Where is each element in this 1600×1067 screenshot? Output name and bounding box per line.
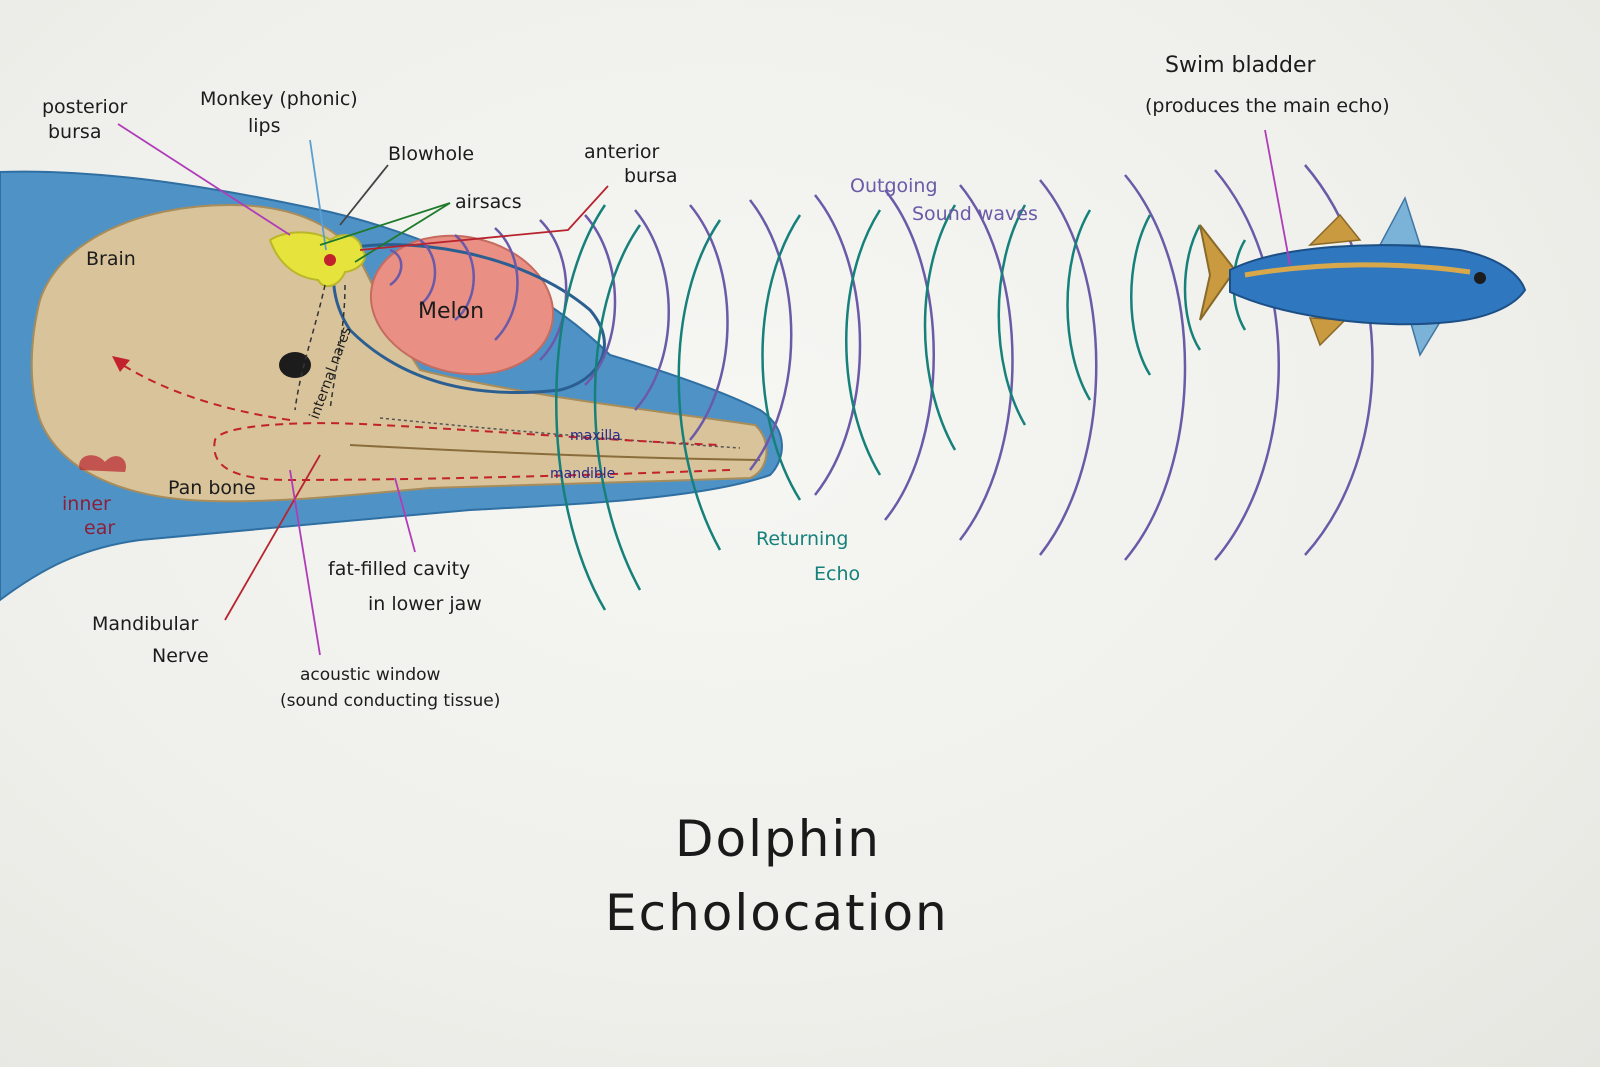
outgoing-wave — [959, 184, 1014, 541]
outgoing-wave — [584, 214, 617, 386]
fish-dorsal-fin — [1307, 213, 1362, 246]
returning-wave — [1183, 224, 1202, 351]
returning-wave — [1130, 214, 1152, 376]
label-mandible: mandible — [550, 466, 615, 482]
echo-path — [213, 422, 731, 482]
labels: posterior bursa Monkey (phonic) lips Blo… — [42, 53, 1390, 711]
outgoing-wave — [389, 248, 403, 287]
leader-swim-bladder — [1264, 129, 1291, 266]
outgoing-wave — [689, 204, 729, 441]
leader-blowhole — [339, 164, 389, 226]
returning-wave — [677, 219, 722, 551]
label-airsacs: airsacs — [455, 191, 522, 213]
label-returning-1: Returning — [756, 528, 848, 550]
label-blowhole: Blowhole — [388, 143, 474, 165]
leader-airsacs-2 — [354, 202, 451, 263]
leader-fat-cavity — [394, 477, 416, 553]
label-returning-2: Echo — [814, 563, 860, 585]
fish-pelvic-fin — [1408, 319, 1442, 357]
returning-wave — [923, 204, 957, 451]
outgoing-wave — [454, 234, 475, 321]
fish-second-fin — [1378, 196, 1422, 246]
jaw-line — [349, 444, 761, 461]
echo-arrow-head — [112, 356, 130, 372]
outgoing-wave — [1214, 169, 1280, 561]
teeth-line — [379, 417, 741, 449]
outgoing-wave — [494, 227, 519, 341]
title-line-2: Echolocation — [605, 884, 949, 942]
label-acoustic-window-1: acoustic window — [300, 665, 441, 685]
returning-wave — [1066, 209, 1092, 401]
label-brain: Brain — [86, 248, 136, 270]
label-posterior-bursa-2: bursa — [48, 121, 101, 143]
internal-nares-2 — [329, 284, 346, 411]
outgoing-wave — [539, 219, 568, 361]
melon-surround — [331, 243, 606, 394]
returning-waves — [555, 204, 1247, 611]
label-mandibular-nerve-2: Nerve — [152, 645, 209, 667]
inner-ear — [79, 455, 126, 472]
leader-airsacs-1 — [319, 202, 451, 246]
echo-path-ear — [114, 359, 291, 421]
outgoing-wave — [749, 199, 793, 471]
leader-lines — [117, 123, 1291, 656]
label-pan-bone: Pan bone — [168, 477, 256, 499]
outgoing-wave — [1039, 179, 1098, 556]
leader-anterior-bursa — [359, 185, 609, 251]
returning-wave — [761, 214, 802, 501]
label-fat-cavity-1: fat-filled cavity — [328, 558, 470, 580]
leader-mandibular-nerve — [224, 454, 321, 621]
label-mandibular-nerve-1: Mandibular — [92, 613, 198, 635]
label-inner-ear-2: ear — [84, 517, 115, 539]
fish-stripe — [1244, 262, 1471, 278]
eye — [279, 352, 311, 378]
returning-wave — [555, 204, 607, 611]
label-monkey-lips-1: Monkey (phonic) — [200, 88, 358, 110]
label-melon: Melon — [418, 299, 484, 324]
skull — [30, 203, 768, 503]
label-swim-bladder-2: (produces the main echo) — [1145, 95, 1390, 117]
label-inner-ear-1: inner — [62, 493, 111, 515]
leader-monkey-lips — [309, 139, 327, 251]
outgoing-wave — [634, 209, 670, 411]
fish-body — [1229, 244, 1527, 326]
label-acoustic-window-2: (sound conducting tissue) — [280, 691, 500, 711]
outgoing-waves — [389, 164, 1374, 561]
fish-tail — [1199, 224, 1237, 321]
outgoing-wave — [884, 189, 935, 521]
outgoing-wave — [1124, 174, 1187, 561]
label-outgoing-1: Outgoing — [850, 175, 938, 197]
leader-posterior-bursa — [117, 123, 291, 236]
title-line-1: Dolphin — [675, 810, 881, 868]
label-swim-bladder-1: Swim bladder — [1165, 53, 1317, 78]
label-anterior-bursa-2: bursa — [624, 165, 677, 187]
label-fat-cavity-2: in lower jaw — [368, 593, 482, 615]
label-outgoing-2: Sound waves — [912, 203, 1038, 225]
label-monkey-lips-2: lips — [248, 115, 281, 137]
outgoing-wave — [419, 239, 437, 306]
returning-wave — [997, 204, 1027, 426]
outgoing-wave — [814, 194, 862, 496]
label-maxilla: maxilla — [570, 428, 621, 444]
fish-belly-fin — [1308, 317, 1347, 347]
returning-wave — [593, 224, 642, 591]
label-posterior-bursa-1: posterior — [42, 96, 127, 118]
leader-acoustic-window — [289, 469, 321, 656]
dolphin-head — [0, 170, 783, 602]
label-anterior-bursa-1: anterior — [584, 141, 660, 163]
phonic-lips — [324, 254, 336, 266]
tuna-fish — [1199, 196, 1527, 357]
returning-wave — [845, 209, 882, 476]
outgoing-wave — [1304, 164, 1374, 556]
internal-nares — [294, 284, 326, 411]
fish-eye — [1474, 272, 1486, 284]
